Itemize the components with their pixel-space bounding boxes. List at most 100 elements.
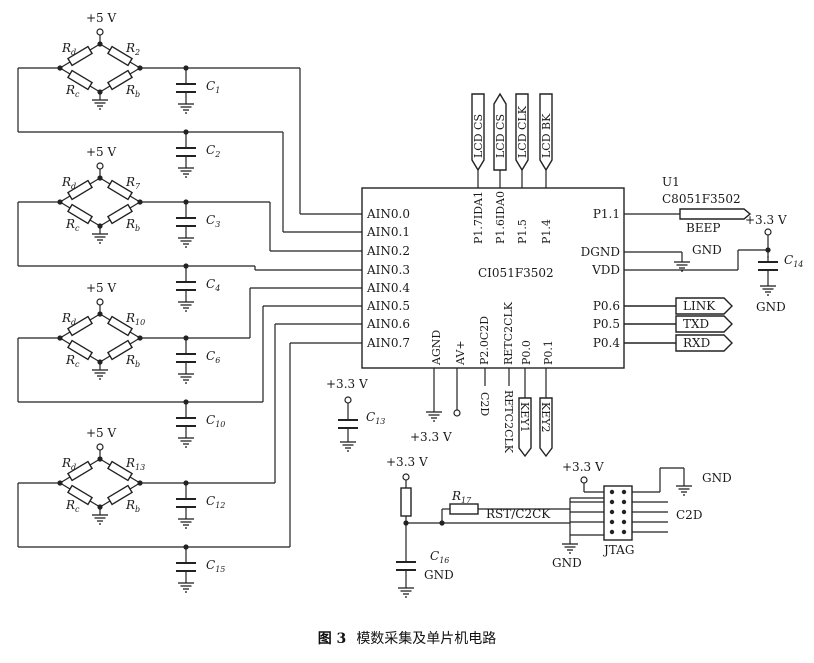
supply-terminal (96, 28, 104, 36)
figure-number: 图 3 (317, 631, 347, 647)
supply-terminal (96, 162, 104, 170)
rxd-label: RXD (683, 336, 710, 350)
r17-label: R17 (451, 489, 472, 505)
ground-symbol (177, 167, 195, 178)
pin-top-2: P1.6IDA0 (494, 191, 507, 244)
label-rc: Rc (65, 498, 80, 514)
jtag-pin (609, 509, 615, 515)
mcu-left-pins: AIN0.0AIN0.1AIN0.2AIN0.3AIN0.4AIN0.5AIN0… (366, 207, 410, 350)
resistor-rx (99, 177, 141, 203)
lcd-flag-label: LCD CS (494, 114, 507, 158)
label-rd: Rd (61, 175, 76, 191)
key1-port: KEY1 (518, 368, 532, 458)
label-rx: R13 (125, 456, 145, 472)
supply-terminal (96, 443, 104, 451)
pin-ain0-2: AIN0.2 (366, 244, 410, 258)
lcd-flag-label: LCD CLK (516, 105, 529, 158)
pin-right-3: VDD (591, 263, 620, 277)
uart-port-flags: LINK TXD RXD (624, 297, 733, 352)
jtag-pin (609, 519, 615, 525)
agnd-net (425, 368, 443, 422)
resistor-rx (99, 43, 141, 69)
bridge-supply-label: +5 V (86, 281, 117, 295)
label-rx: R2 (125, 41, 140, 57)
c14-label: C14 (784, 253, 803, 269)
resistor-rd (59, 313, 101, 339)
cap-label-c4: C4 (206, 277, 220, 293)
key2-label: KEY2 (539, 402, 552, 433)
pin-right-2: DGND (581, 245, 620, 259)
jtag-pin (609, 529, 615, 535)
lcd-port-flags: LCD CS LCD CS LCD CLK LCD BK (471, 92, 553, 188)
cap-label-c1: C1 (206, 79, 220, 95)
vdd-gnd-label: GND (756, 300, 786, 314)
figure-title: 模数采集及单片机电路 (356, 631, 497, 647)
c13-group: +3.3 V C13 (326, 377, 385, 452)
resistor-rc (59, 201, 101, 227)
cap-label-c15: C15 (206, 558, 225, 574)
pin-ain0-5: AIN0.5 (366, 299, 410, 313)
jtag-pin (621, 489, 627, 495)
capacitor (175, 77, 197, 99)
vdd-net: +3.3 V C14 GND (624, 213, 803, 314)
pin-right-6: P0.4 (593, 336, 621, 350)
rst-net-label: RST/C2CK (486, 507, 551, 521)
resistor-rc (59, 482, 101, 508)
vdd-supply-label: +3.3 V (745, 213, 787, 227)
lcd-flag-3: LCD CLK (515, 93, 529, 188)
capacitor (175, 347, 197, 369)
label-rc: Rc (65, 83, 80, 99)
label-rc: Rc (65, 217, 80, 233)
cap-label-c2: C2 (206, 143, 220, 159)
label-rc: Rc (65, 353, 80, 369)
avplus-net: +3.3 V (410, 368, 461, 444)
label-rd: Rd (61, 456, 76, 472)
lcd-flag-2: LCD CS (493, 92, 507, 188)
ground-symbol (177, 518, 195, 529)
pin-bottom-3: P2.0C2D (478, 316, 491, 365)
label-rb: Rb (125, 83, 140, 99)
ground-symbol (91, 233, 109, 244)
pin-ain0-3: AIN0.3 (366, 263, 410, 277)
resistor-rb (99, 67, 141, 93)
resistor-rb (99, 201, 141, 227)
pin-bottom-4: RETC2CLK (502, 301, 515, 365)
pin-bottom-6: P0.1 (542, 340, 555, 365)
c13-supply-label: +3.3 V (326, 377, 368, 391)
capacitor (175, 556, 197, 578)
txd-port: TXD (624, 315, 733, 333)
supply-terminal (96, 298, 104, 306)
c16-label: C16 (430, 549, 449, 565)
ground-symbol (177, 373, 195, 384)
lcd-flag-label: LCD CS (472, 114, 485, 158)
jtag-label: JTAG (602, 543, 634, 557)
label-rd: Rd (61, 311, 76, 327)
rxd-port: RXD (624, 334, 733, 352)
label-rb: Rb (125, 217, 140, 233)
mcu-name: CI051F3502 (478, 266, 554, 280)
reset-supply-label: +3.3 V (386, 455, 428, 469)
link-label: LINK (683, 299, 716, 313)
figure-caption: 图 3 模数采集及单片机电路 (0, 628, 814, 648)
label-rb: Rb (125, 498, 140, 514)
resistor-rx (99, 458, 141, 484)
bridge-supply-label: +5 V (86, 145, 117, 159)
cap-label-c6: C6 (206, 349, 220, 365)
retc2clk-port-label: RETC2CLK (502, 390, 515, 454)
pin-right-1: P1.1 (593, 207, 620, 221)
resistor-rd (59, 177, 101, 203)
pin-ain0-0: AIN0.0 (366, 207, 410, 221)
label-rb: Rb (125, 353, 140, 369)
retc2clk-net: RETC2CLK (502, 368, 515, 454)
link-port: LINK (624, 297, 733, 315)
lcd-flag-label: LCD BK (540, 113, 553, 158)
lcd-flag-4: LCD BK (539, 93, 553, 188)
reset-circuit: +3.3 V C16 GND R17 RST/C2CK (386, 455, 570, 598)
beep-port: BEEP (624, 208, 752, 235)
